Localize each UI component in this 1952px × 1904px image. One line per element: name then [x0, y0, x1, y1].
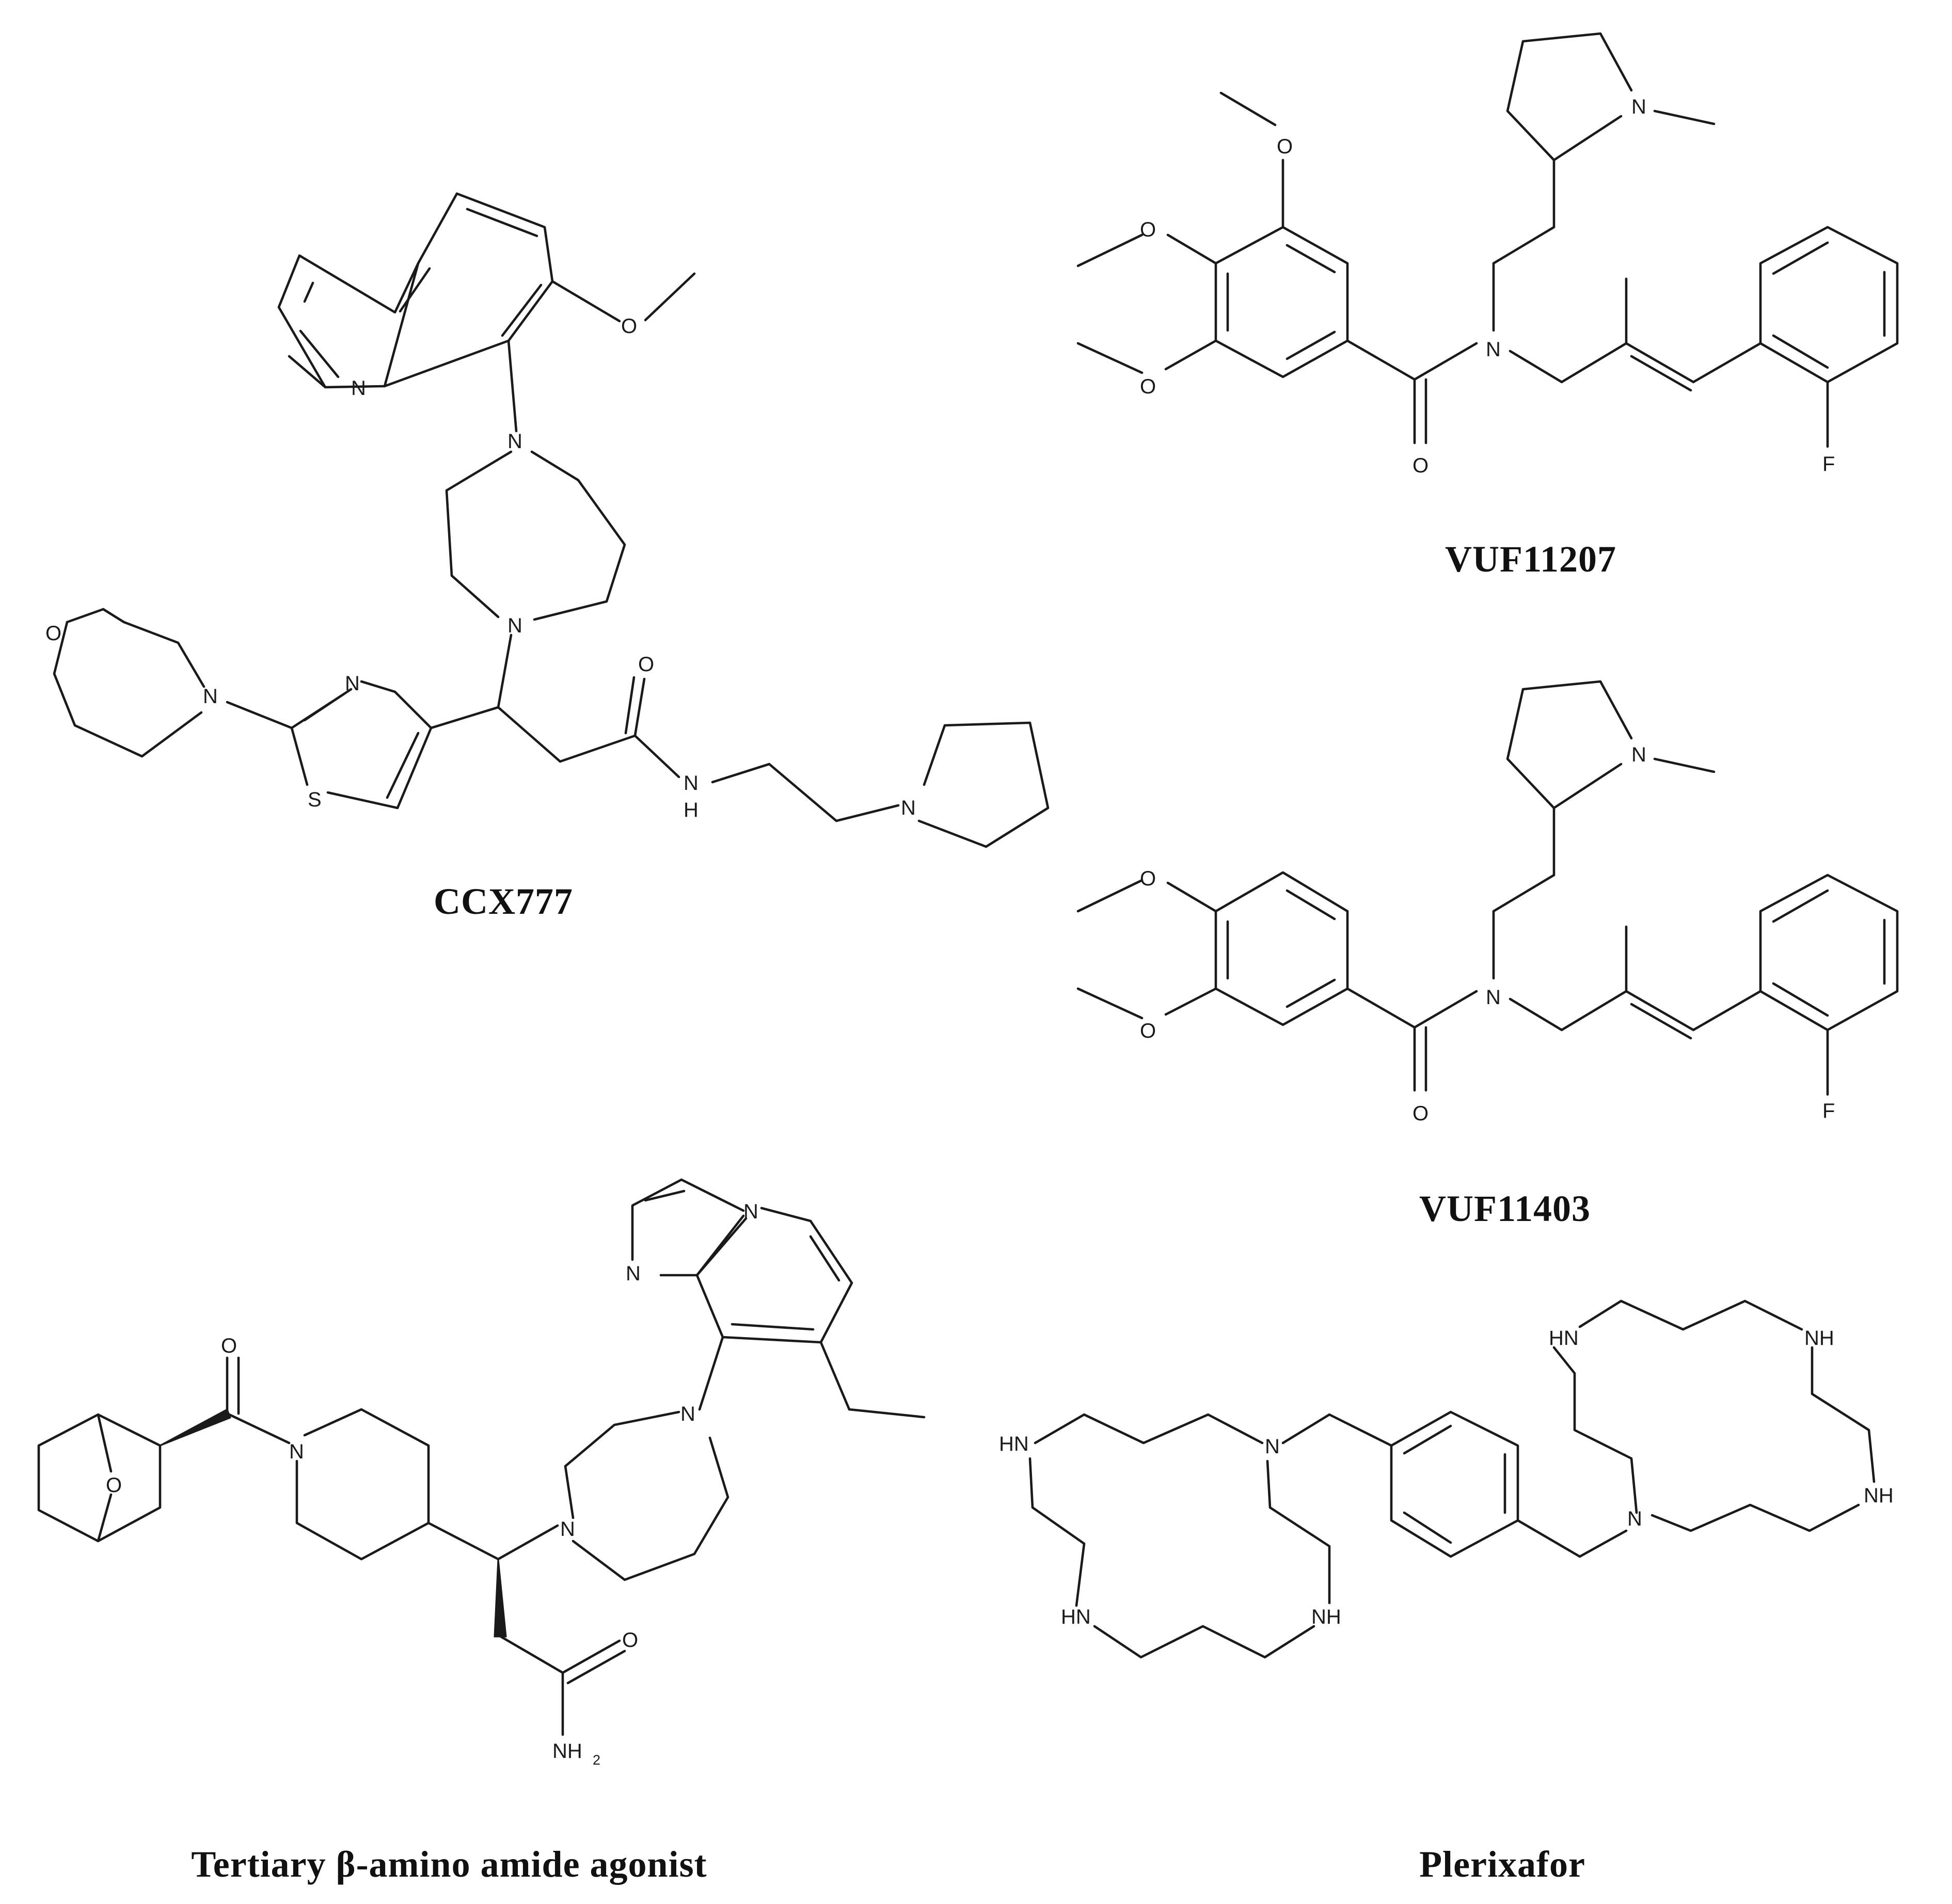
ccx777-atom-1: N — [351, 377, 366, 400]
ccx777-atom-2: O — [621, 315, 637, 338]
vuf11207-atom-7: F — [1822, 453, 1835, 475]
vuf11403-atom-1: O — [1140, 867, 1156, 890]
tertiary-atom-10: 2 — [593, 1752, 600, 1768]
vuf11403-atom-5: N — [1631, 743, 1646, 766]
plerixafor-atom-2: NH — [1311, 1606, 1341, 1628]
vuf11207-name: VUF11207 — [1445, 538, 1616, 580]
plerixafor-atom-3: HN — [1061, 1606, 1091, 1628]
ccx777-atom-7: N — [345, 672, 360, 695]
compound-plerixafor: HN NH HN N NH N NH HN NH Plerixafor — [999, 1299, 1894, 1885]
plerixafor-atom-8: HN — [1549, 1327, 1579, 1350]
ccx777-bonds — [53, 192, 1050, 848]
compound-vuf11207: O O O N O N F VUF11207 — [1076, 32, 1899, 580]
tertiary-atom-6: N — [743, 1200, 758, 1223]
tertiary-atom-7: N — [626, 1262, 641, 1285]
vuf11207-atom-5: O — [1413, 454, 1429, 477]
tertiary-atom-4: N — [560, 1518, 575, 1541]
ccx777-atom-8: S — [308, 788, 322, 811]
compound-ccx777: N O N N O N N S O H N N CCX777 — [45, 192, 1050, 922]
plerixafor-name: Plerixafor — [1419, 1844, 1585, 1885]
tertiary-atom-3: N — [289, 1440, 304, 1463]
vuf11207-atom-4: N — [1486, 338, 1501, 361]
vuf11207-atom-2: O — [1140, 218, 1156, 241]
ccx777-atom-12: N — [901, 797, 916, 819]
vuf11403-atom-4: O — [1413, 1102, 1429, 1125]
vuf11207-atom-1: O — [1277, 135, 1293, 158]
ccx777-atom-6: N — [203, 685, 218, 708]
tertiary-name: Tertiary β-amino amide agonist — [191, 1844, 707, 1885]
plerixafor-bonds — [1028, 1299, 1876, 1659]
ccx777-atom-10: H — [684, 799, 699, 821]
tertiary-atom-1: O — [221, 1335, 237, 1357]
plerixafor-atom-5: NH — [1804, 1327, 1834, 1350]
tertiary-atom-9: NH — [552, 1740, 582, 1763]
plerixafor-atom-labels: HN NH HN N NH N NH HN NH — [999, 1327, 1894, 1628]
vuf11403-atom-3: N — [1486, 986, 1501, 1009]
ccx777-atom-5: O — [45, 622, 61, 645]
vuf11207-atom-3: O — [1140, 375, 1156, 398]
plerixafor-atom-7: NH — [1864, 1484, 1894, 1507]
vuf11207-atom-labels: O O O N O N F — [1140, 96, 1835, 477]
ccx777-name: CCX777 — [434, 881, 573, 922]
ccx777-atom-9: O — [638, 653, 654, 676]
tertiary-atom-labels: O O N N N N N O NH 2 — [106, 1200, 758, 1768]
tertiary-atom-2: O — [106, 1474, 122, 1497]
plerixafor-atom-4: N — [1265, 1435, 1280, 1458]
vuf11403-atom-6: F — [1822, 1100, 1835, 1122]
tertiary-atom-5: N — [680, 1403, 695, 1425]
tertiary-atom-8: O — [622, 1629, 638, 1652]
plerixafor-atom-6: N — [1627, 1508, 1642, 1530]
vuf11403-bonds — [1076, 680, 1899, 1096]
vuf11403-atom-labels: O O N O N F — [1140, 743, 1835, 1125]
vuf11207-atom-6: N — [1631, 96, 1646, 118]
vuf11403-atom-2: O — [1140, 1020, 1156, 1042]
plerixafor-atom-1: HN — [999, 1433, 1029, 1455]
vuf11403-name: VUF11403 — [1419, 1188, 1591, 1229]
ccx777-atom-labels: N O N N O N N S O H N N — [45, 315, 916, 821]
ccx777-atom-4: N — [507, 614, 522, 637]
tertiary-bonds — [37, 1178, 926, 1736]
compound-vuf11403: O O N O N F VUF11403 — [1076, 680, 1899, 1229]
compound-tertiary-beta-amino-amide: O O N N N N N O NH 2 Tertiary β-amino am… — [37, 1178, 926, 1885]
vuf11207-bonds — [1076, 32, 1899, 448]
ccx777-atom-3: N — [507, 430, 522, 453]
ccx777-atom-11: N — [684, 772, 699, 795]
